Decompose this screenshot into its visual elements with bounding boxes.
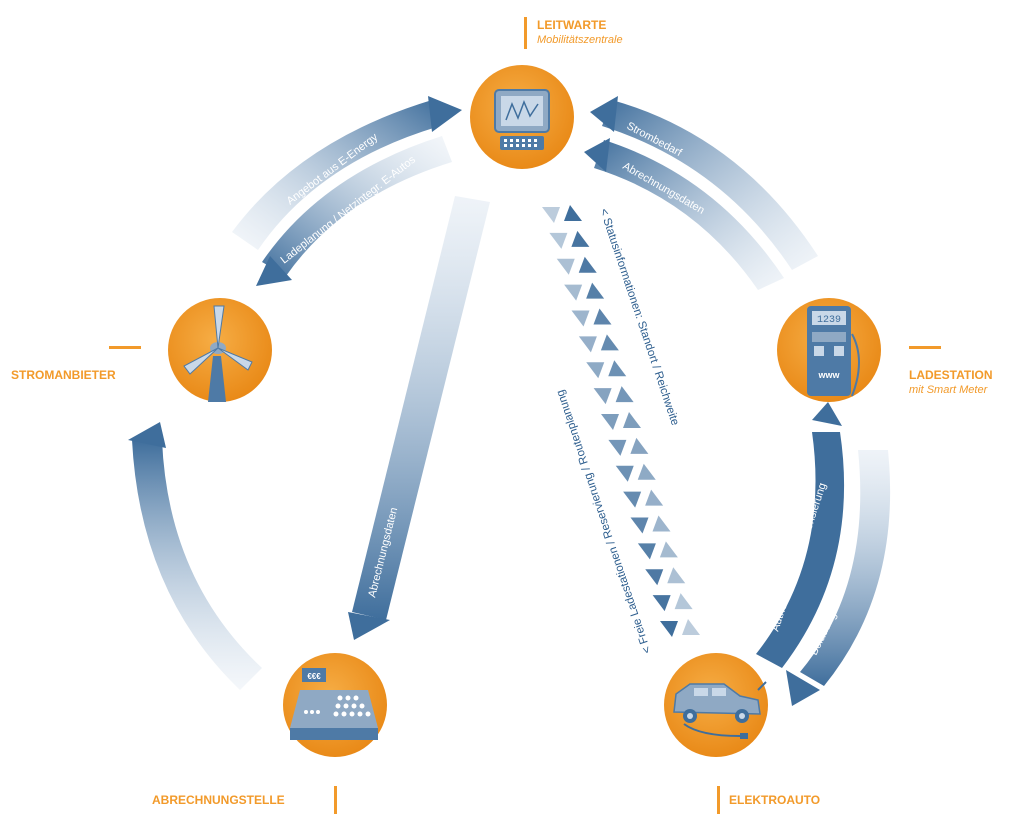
chain-arrow-down	[623, 491, 642, 508]
cash-register-icon: €€€	[290, 668, 378, 740]
label-abrechnungsstelle: ABRECHNUNGSTELLE	[152, 786, 337, 814]
leitwarte-title: LEITWARTE	[537, 18, 606, 32]
chain-arrow-up	[652, 515, 671, 532]
chain-arrow-down	[637, 543, 656, 560]
node-leitwarte	[470, 65, 574, 169]
chain-arrow-down	[652, 595, 671, 612]
chain-arrow-up	[608, 360, 627, 377]
chain-arrow-up	[630, 437, 649, 454]
chain-arrow-up	[674, 593, 693, 610]
chain-arrow-down	[608, 439, 627, 456]
control-terminal-icon	[494, 89, 550, 150]
meter-display: 1239	[817, 315, 841, 326]
chain-arrow-down	[630, 517, 649, 534]
chain-arrow-down	[586, 362, 605, 379]
node-ladestation: 1239 www	[777, 298, 881, 402]
chain-arrow-down	[615, 465, 634, 482]
chain-arrow-up	[593, 308, 612, 325]
elektroauto-title: ELEKTROAUTO	[729, 793, 820, 807]
chain-arrow-down	[601, 414, 619, 430]
flow-abrechnungsdaten-center	[348, 196, 490, 640]
flow-ladeplanung	[256, 136, 452, 286]
chain-arrow-down	[549, 232, 568, 249]
flow-abrechnungsdaten-left	[128, 422, 262, 690]
chain-arrow-up	[586, 282, 605, 299]
electric-car-icon	[673, 681, 767, 739]
station-display-text: www	[817, 370, 840, 380]
charging-station-icon: 1239 www	[807, 306, 860, 397]
chain-arrow-up	[571, 230, 590, 247]
flow-authentifizierung	[756, 402, 845, 668]
leitwarte-subtitle: Mobilitätszentrale	[537, 34, 623, 46]
chain-arrow-up	[667, 567, 686, 584]
chain-arrow-down	[645, 569, 664, 586]
chain-arrow-up	[623, 412, 641, 428]
chain-arrow-up	[578, 256, 597, 273]
label-stromanbieter: STROMANBIETER	[11, 346, 141, 382]
chain-arrow-up	[682, 619, 700, 635]
chain-arrow-up	[564, 205, 582, 221]
label-leitwarte: LEITWARTE Mobilitätszentrale	[524, 17, 623, 49]
node-abrechnungsstelle: €€€	[283, 653, 387, 757]
chain-arrow-up	[600, 334, 619, 351]
flow-beladung	[786, 450, 891, 706]
chain-arrow-up	[645, 489, 664, 506]
chain-arrow-up	[659, 541, 678, 558]
chain-arrow-down	[593, 388, 612, 405]
node-stromanbieter	[168, 298, 272, 402]
label-ladestation: LADESTATION mit Smart Meter	[909, 346, 993, 396]
flow-strombedarf	[590, 96, 818, 270]
chain-arrow-down	[564, 284, 583, 301]
chain-arrow-down	[542, 207, 560, 223]
wind-turbine-icon	[183, 305, 253, 402]
chain-arrow-up	[637, 463, 656, 480]
label-elektroauto: ELEKTROAUTO	[717, 786, 820, 814]
chain-arrow-down	[571, 310, 590, 327]
flow-triangle-chain	[542, 205, 700, 637]
abrechnungsstelle-title: ABRECHNUNGSTELLE	[152, 793, 285, 807]
register-display-text: €€€	[307, 672, 321, 681]
node-elektroauto	[664, 653, 768, 757]
chain-arrow-down	[660, 621, 678, 637]
chain-arrow-down	[578, 336, 597, 353]
ladestation-subtitle: mit Smart Meter	[909, 384, 989, 396]
flow-angebot	[232, 96, 462, 250]
chain-arrow-down	[556, 258, 575, 275]
flow-abrechnungsdaten-ls	[584, 138, 784, 290]
chain-arrow-up	[615, 386, 634, 403]
flow-label-statusinfo: < Statusinformationen: Standort / Reichw…	[597, 207, 681, 427]
stromanbieter-title: STROMANBIETER	[11, 368, 116, 382]
ladestation-title: LADESTATION	[909, 368, 993, 382]
